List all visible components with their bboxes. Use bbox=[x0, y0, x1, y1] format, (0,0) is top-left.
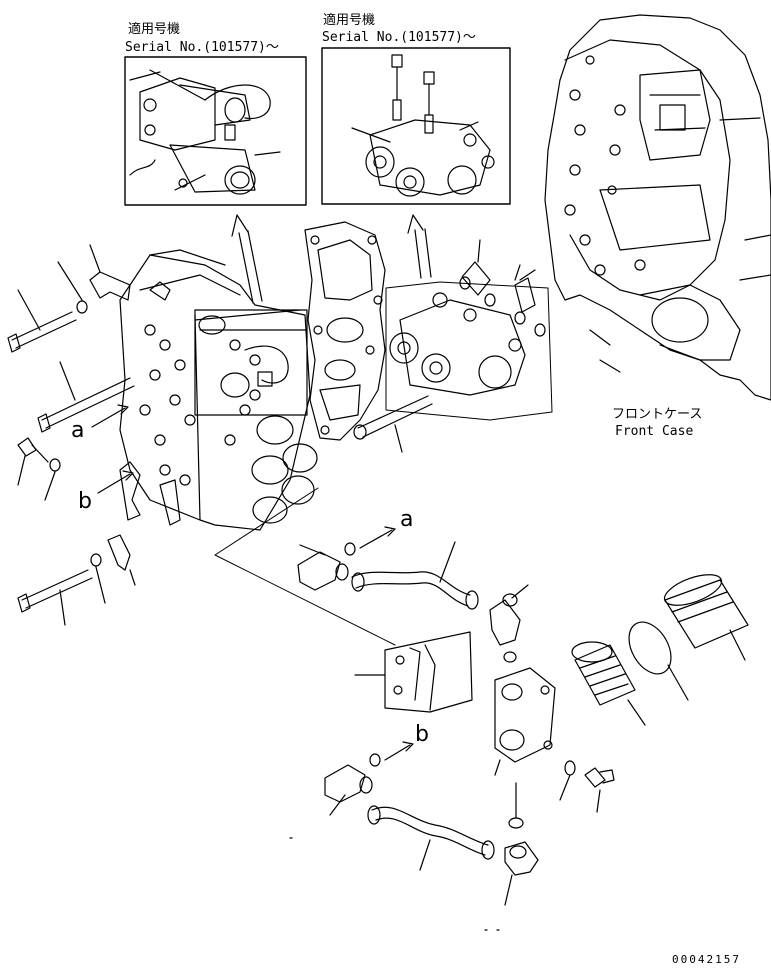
bracket-top bbox=[89, 244, 131, 301]
gasket-plate bbox=[304, 221, 386, 441]
elbow-a bbox=[489, 584, 529, 646]
filter-head bbox=[494, 667, 556, 776]
inset-left-valve bbox=[129, 69, 281, 195]
inset-left-serial: Serial No.(101577)～ bbox=[125, 40, 279, 55]
o-ring-b bbox=[369, 753, 381, 767]
callout-b-left: b bbox=[78, 489, 92, 514]
inset-right-serial: Serial No.(101577)～ bbox=[322, 30, 476, 45]
bolt-top-left bbox=[7, 289, 77, 353]
hose-a bbox=[351, 541, 479, 610]
stray-marks bbox=[289, 837, 500, 931]
clip-brackets bbox=[107, 461, 181, 586]
callout-arrow-a-right bbox=[359, 526, 396, 549]
elbow-fitting-a bbox=[297, 544, 349, 591]
inset-right-frame bbox=[321, 47, 511, 205]
inset-right-title: 適用号機 bbox=[323, 13, 376, 28]
filter-case bbox=[663, 574, 749, 661]
filter-element bbox=[571, 641, 646, 726]
callout-a-left: a bbox=[71, 418, 85, 443]
washer-top bbox=[57, 261, 88, 314]
callout-arrow-b-right bbox=[384, 741, 414, 761]
elbow-b bbox=[504, 841, 539, 906]
front-case-housing bbox=[544, 14, 771, 401]
filter-o-ring bbox=[628, 621, 689, 701]
drawing-code: 00042157 bbox=[672, 953, 741, 966]
o-ring-head-top bbox=[503, 651, 517, 663]
inset-left-title: 適用号機 bbox=[128, 22, 181, 37]
callout-b-right: b bbox=[415, 722, 429, 747]
inset-left-frame bbox=[124, 56, 307, 206]
o-rings bbox=[459, 239, 546, 337]
front-case-label-en: Front Case bbox=[615, 424, 694, 439]
hose-b bbox=[367, 805, 495, 871]
bolt-middle-left bbox=[37, 361, 135, 433]
bolt-small-left bbox=[17, 437, 61, 501]
bolt-bottom-left bbox=[17, 553, 106, 626]
bolt-right bbox=[584, 767, 615, 813]
callout-arrow-a-left bbox=[91, 404, 129, 428]
front-case-label-jp: フロントケース bbox=[612, 407, 703, 422]
elbow-fitting-b bbox=[324, 764, 373, 816]
inset-right-valve bbox=[351, 54, 495, 197]
control-valve-body bbox=[119, 249, 318, 531]
callout-arrow-b-left bbox=[97, 470, 134, 494]
solenoid-bolt bbox=[353, 395, 433, 453]
callout-a-right: a bbox=[400, 507, 414, 532]
group-leader-line bbox=[214, 487, 396, 646]
washer-right bbox=[559, 760, 576, 801]
filter-bracket bbox=[354, 631, 473, 713]
o-ring-a bbox=[344, 542, 356, 556]
solenoid-assembly bbox=[385, 281, 553, 421]
o-ring-head-bottom bbox=[508, 782, 524, 829]
arrow-to-right-inset bbox=[407, 214, 432, 279]
arrow-to-left-inset bbox=[231, 214, 263, 304]
